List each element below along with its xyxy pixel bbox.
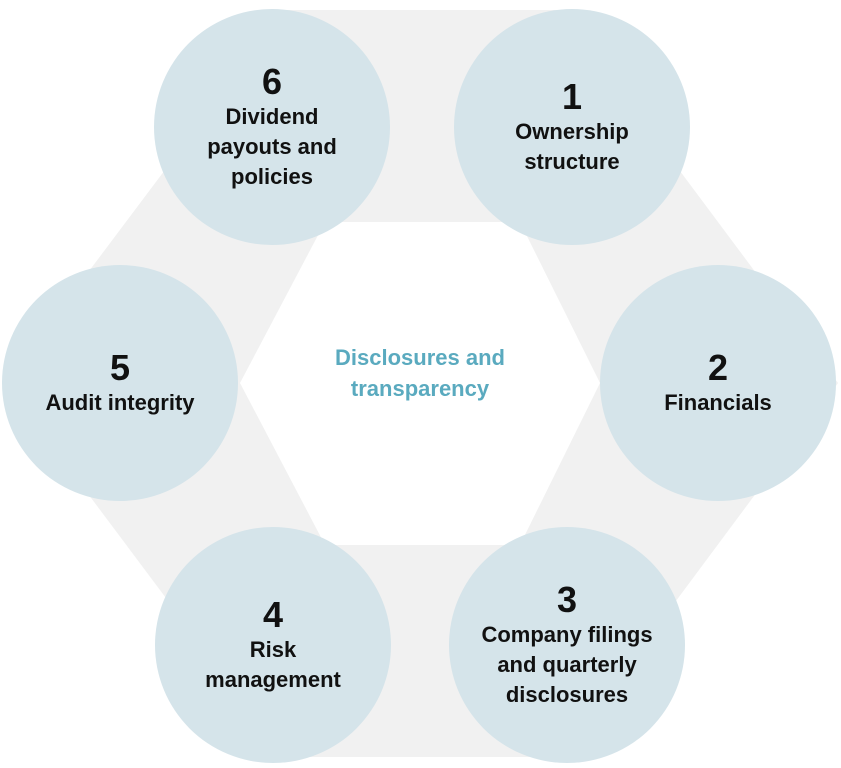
node-label: Risk management: [205, 637, 341, 692]
node-ownership-structure: 1 Ownership structure: [454, 9, 690, 245]
node-label: Company filings and quarterly disclosure…: [481, 622, 653, 707]
node-risk-management: 4 Risk management: [155, 527, 391, 763]
node-label: Financials: [664, 390, 772, 415]
node-number: 4: [262, 594, 284, 635]
node-dividend-payouts: 6 Dividend payouts and policies: [154, 9, 390, 245]
node-number: 2: [707, 347, 729, 388]
center-title: Disclosures and transparency: [335, 345, 505, 401]
node-financials: 2 Financials: [600, 265, 836, 501]
node-label: Ownership structure: [515, 119, 629, 174]
node-number: 5: [109, 347, 131, 388]
node-label: Dividend payouts and policies: [207, 104, 337, 189]
node-number: 1: [561, 76, 583, 117]
node-number: 6: [261, 61, 283, 102]
node-label: Audit integrity: [45, 390, 195, 415]
node-audit-integrity: 5 Audit integrity: [2, 265, 238, 501]
node-company-filings: 3 Company filings and quarterly disclosu…: [449, 527, 685, 763]
node-number: 3: [556, 579, 578, 620]
